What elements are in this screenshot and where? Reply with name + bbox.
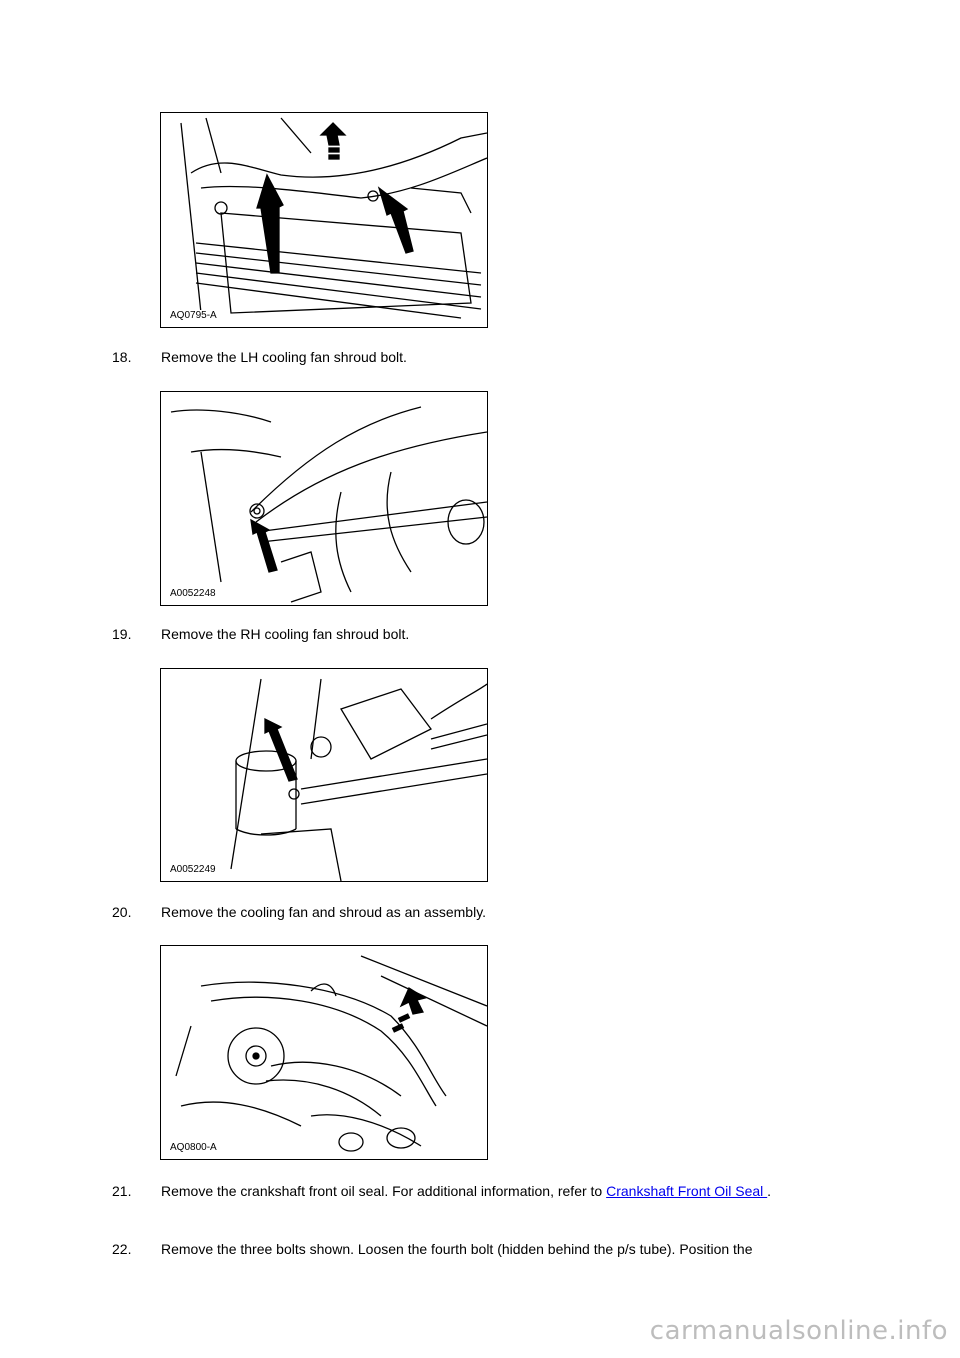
step-number: 19. <box>112 626 132 642</box>
step-text: Remove the RH cooling fan shroud bolt. <box>161 626 410 642</box>
step-text: Remove the cooling fan and shroud as an … <box>161 904 487 920</box>
step-text: Remove the three bolts shown. Loosen the… <box>161 1241 753 1257</box>
step-number: 21. <box>112 1183 132 1199</box>
radiator-harness-illustration <box>180 117 487 319</box>
site-watermark: carmanualsonline.info <box>649 1316 948 1346</box>
figure-aq0800: AQ0800-A <box>160 945 488 1160</box>
figure-label: AQ0800-A <box>169 1142 218 1153</box>
step-text: Remove the crankshaft front oil seal. Fo… <box>161 1183 831 1200</box>
fan-shroud-assembly-illustration <box>175 955 487 1152</box>
figure-a0052248: A0052248 <box>160 391 488 606</box>
step-number: 18. <box>112 349 132 365</box>
rh-shroud-bolt-illustration <box>230 678 487 881</box>
figure-label: A0052249 <box>169 864 217 875</box>
crankshaft-front-oil-seal-link[interactable]: Crankshaft Front Oil Seal <box>606 1183 768 1199</box>
figure-label: A0052248 <box>169 588 217 599</box>
lh-shroud-bolt-illustration <box>170 406 487 603</box>
step-text-main: Remove the crankshaft front oil seal. Fo… <box>161 1183 603 1199</box>
step-text: Remove the LH cooling fan shroud bolt. <box>161 349 407 365</box>
figure-label: AQ0795-A <box>169 310 218 321</box>
figure-aq0795: AQ0795-A <box>160 112 488 328</box>
step-number: 20. <box>112 904 132 920</box>
step-number: 22. <box>112 1241 132 1257</box>
figure-a0052249: A0052249 <box>160 668 488 882</box>
step-text-end: . <box>767 1183 772 1199</box>
